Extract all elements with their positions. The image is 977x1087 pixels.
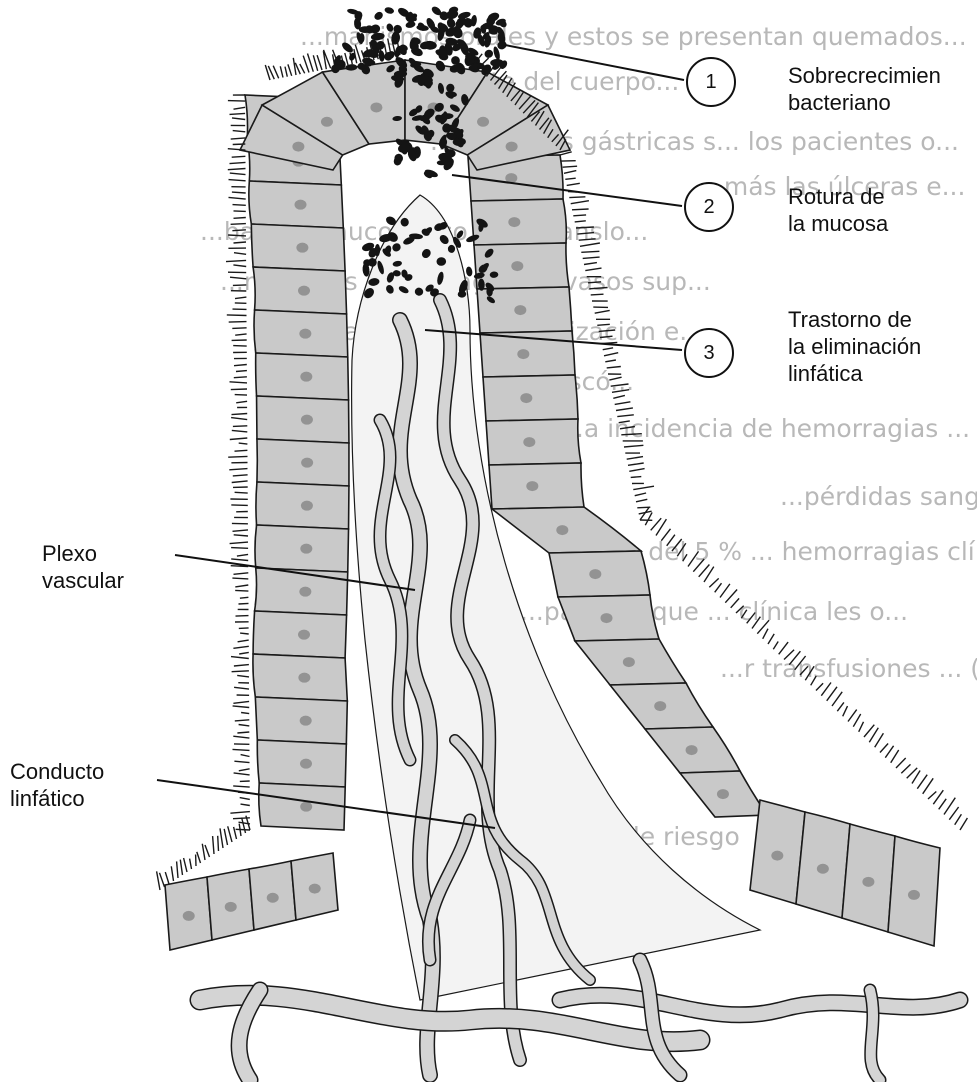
callout-1-label: Sobrecrecimien bacteriano <box>788 62 941 116</box>
right-wall-nucleus-8 <box>526 481 538 491</box>
left-wall-nucleus-15 <box>300 716 312 726</box>
left-wall-nucleus-6 <box>299 329 311 339</box>
left-wall-fringe <box>226 95 250 830</box>
left-wall-nucleus-8 <box>301 415 313 425</box>
callout-3-badge: 3 <box>684 328 734 378</box>
base-left-nucleus-2 <box>225 902 237 912</box>
conducto-line-2: linfático <box>10 785 104 812</box>
right-wall-nucleus-10 <box>589 569 601 579</box>
cap-nucleus-2 <box>321 117 333 127</box>
left-wall-nucleus-4 <box>296 243 308 253</box>
left-wall-nucleus-3 <box>295 200 307 210</box>
bacterium-cap-75 <box>384 6 395 14</box>
right-wall-nucleus-15 <box>717 789 729 799</box>
base-right-nucleus-4 <box>908 890 920 900</box>
right-wall-nucleus-14 <box>686 745 698 755</box>
left-wall-nucleus-12 <box>299 587 311 597</box>
base-left-nucleus-3 <box>267 893 279 903</box>
base-left-nucleus-4 <box>309 884 321 894</box>
right-wall-nucleus-4 <box>514 305 526 315</box>
right-wall-nucleus-3 <box>511 261 523 271</box>
right-wall-nucleus-9 <box>556 525 568 535</box>
left-wall-nucleus-11 <box>300 544 312 554</box>
bg-text-line-10: ...pérdidas sanguíneas ... en canti... <box>780 482 977 511</box>
base-left-nucleus-1 <box>183 911 195 921</box>
right-wall-nucleus-5 <box>517 349 529 359</box>
callout-3-line-2: la eliminación <box>788 333 921 360</box>
right-wall-nucleus-12 <box>623 657 635 667</box>
right-wall-nucleus-13 <box>654 701 666 711</box>
left-wall-nucleus-16 <box>300 759 312 769</box>
left-wall-nucleus-9 <box>301 458 313 468</box>
right-wall-nucleus-11 <box>601 613 613 623</box>
left-wall-nucleus-10 <box>301 501 313 511</box>
callout-1-badge: 1 <box>686 57 736 107</box>
bacterium-stalk-55 <box>437 160 447 165</box>
base-right-nucleus-1 <box>771 851 783 861</box>
callout-2-label: Rotura de la mucosa <box>788 183 888 237</box>
plexo-line-1: Plexo <box>42 540 124 567</box>
callout-2-line-2: la mucosa <box>788 210 888 237</box>
cap-nucleus-1 <box>292 142 304 152</box>
right-wall-nucleus-6 <box>520 393 532 403</box>
right-wall-nucleus-2 <box>508 217 520 227</box>
callout-2-line-1: Rotura de <box>788 183 888 210</box>
callout-1-line-1: Sobrecrecimien <box>788 62 941 89</box>
callout-3-line-3: linfática <box>788 360 921 387</box>
bg-text-line-13: ...r transfusiones ... (8) <box>720 654 977 683</box>
base-right-nucleus-2 <box>817 864 829 874</box>
plexo-vascular-label: Plexo vascular <box>42 540 124 594</box>
conducto-linfatico-label: Conducto linfático <box>10 758 104 812</box>
cap-nucleus-6 <box>506 142 518 152</box>
left-wall-nucleus-5 <box>298 286 310 296</box>
left-wall-nucleus-13 <box>298 630 310 640</box>
conducto-line-1: Conducto <box>10 758 104 785</box>
callout-3-line-1: Trastorno de <box>788 306 921 333</box>
left-wall-nucleus-14 <box>298 673 310 683</box>
callout-1-line-2: bacteriano <box>788 89 941 116</box>
left-wall-nucleus-7 <box>300 372 312 382</box>
cap-nucleus-5 <box>477 117 489 127</box>
bacterium-cap-36 <box>373 10 385 21</box>
plexo-line-2: vascular <box>42 567 124 594</box>
cap-nucleus-3 <box>370 102 382 112</box>
callout-2-badge: 2 <box>684 182 734 232</box>
callout-3-label: Trastorno de la eliminación linfática <box>788 306 921 387</box>
left-wall-nucleus-17 <box>300 802 312 812</box>
base-right-nucleus-3 <box>862 877 874 887</box>
submucosa-vessel-2 <box>560 995 960 1015</box>
right-wall-nucleus-7 <box>523 437 535 447</box>
